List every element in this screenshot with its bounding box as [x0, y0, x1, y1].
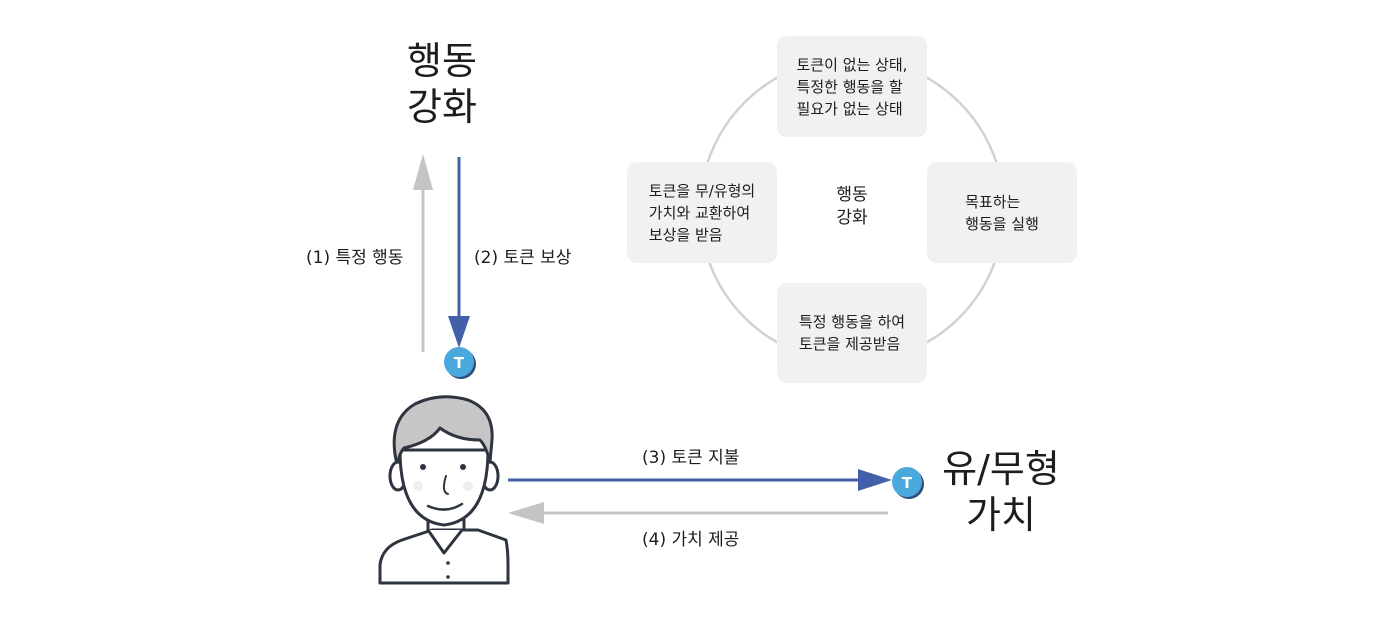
cycle-box-left: 토큰을 무/유형의 가치와 교환하여 보상을 받음 [627, 162, 777, 263]
cycle-center-label: 행동 강화 [836, 185, 868, 228]
title-line-1: 행동 [407, 39, 477, 83]
cycle-bottom-text: 특정 행동을 하여 토큰을 제공받음 [798, 313, 906, 353]
cycle-box-top: 토큰이 없는 상태, 특정한 행동을 할 필요가 없는 상태 [777, 36, 927, 137]
token-icon: T [892, 467, 924, 499]
reward-arrow [448, 157, 470, 348]
action-label: (1) 특정 행동 [306, 248, 404, 268]
token-icon: T [444, 347, 476, 379]
person-icon [378, 395, 510, 585]
cycle-top-text: 토큰이 없는 상태, 특정한 행동을 할 필요가 없는 상태 [796, 55, 908, 118]
pay-label: (3) 토큰 지불 [642, 448, 740, 468]
cycle-right-text: 목표하는 행동을 실행 [965, 192, 1039, 233]
value-title-line-2: 가치 [966, 493, 1036, 537]
value-label: (4) 가치 제공 [642, 530, 740, 550]
reward-label: (2) 토큰 보상 [474, 248, 572, 268]
cycle-left-text: 토큰을 무/유형의 가치와 교환하여 보상을 받음 [648, 181, 756, 244]
value-arrow [508, 502, 888, 524]
pay-arrow [508, 469, 892, 491]
reinforcement-title: 행동 강화 [392, 38, 492, 130]
value-title: 유/무형 가치 [930, 446, 1072, 538]
cycle-box-bottom: 특정 행동을 하여 토큰을 제공받음 [777, 283, 927, 383]
cycle-box-right: 목표하는 행동을 실행 [927, 162, 1077, 263]
action-arrow [413, 154, 433, 352]
title-line-2: 강화 [407, 85, 477, 129]
token-letter: T [902, 474, 913, 492]
token-letter: T [454, 354, 465, 372]
value-title-line-1: 유/무형 [942, 447, 1060, 491]
